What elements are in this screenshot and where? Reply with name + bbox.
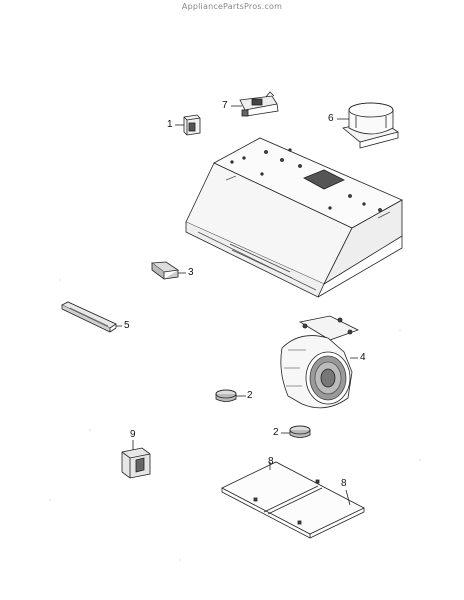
- part-2-nut-upper: [215, 389, 246, 402]
- range-hood-body: [185, 137, 403, 298]
- part-9-bracket: [121, 440, 151, 479]
- part-1-relay-box: [175, 114, 201, 136]
- callout-2-upper: 2: [247, 390, 253, 401]
- part-3-switch: [150, 261, 186, 280]
- callout-8-left: 8: [268, 456, 274, 467]
- callout-4: 4: [360, 352, 366, 363]
- callout-6: 6: [328, 113, 334, 124]
- callout-8-right: 8: [341, 478, 347, 489]
- part-8-grease-filters: [221, 461, 365, 539]
- part-2-nut-lower: [281, 425, 311, 438]
- callout-3: 3: [188, 267, 194, 278]
- callout-2-lower: 2: [273, 427, 279, 438]
- watermark-text: AppliancePartsPros.com: [181, 2, 283, 11]
- callout-7: 7: [222, 100, 228, 111]
- part-5-light-bar: [61, 301, 122, 333]
- part-7-control-board: [231, 91, 279, 117]
- part-4-blower-motor: [280, 315, 360, 409]
- background-specks: [49, 279, 421, 561]
- part-6-damper-collar: [337, 102, 399, 149]
- callout-9: 9: [130, 429, 136, 440]
- callout-5: 5: [124, 320, 130, 331]
- callout-1: 1: [167, 119, 173, 130]
